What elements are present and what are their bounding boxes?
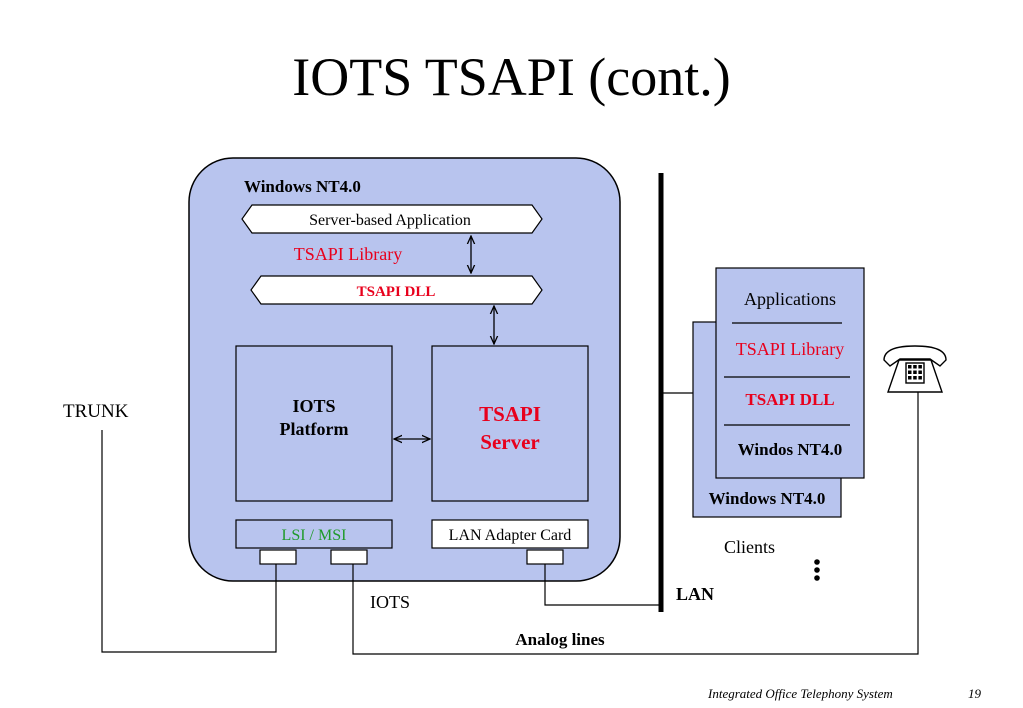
slide-title: IOTS TSAPI (cont.) <box>292 47 731 107</box>
platform-label-line1: IOTS <box>292 396 335 416</box>
server-dll-box <box>250 275 543 305</box>
analog-lines-label: Analog lines <box>515 630 605 649</box>
lan-adapter-port <box>526 549 564 565</box>
lsi-port-right <box>330 549 368 565</box>
server-library-label: TSAPI Library <box>294 244 402 264</box>
tsapi-server-line1: TSAPI <box>479 402 541 426</box>
iots-platform-box <box>235 345 393 502</box>
tsapi-server-line2: Server <box>480 430 539 454</box>
client-apps-label: Applications <box>744 289 836 309</box>
lan-adapter-link <box>544 564 661 606</box>
platform-label-line2: Platform <box>280 419 349 439</box>
client-front-box <box>715 267 865 479</box>
lan-label: LAN <box>676 584 714 604</box>
server-app-box <box>241 204 543 234</box>
lan-adapter-label: LAN Adapter Card <box>449 527 572 544</box>
clients-caption: Clients <box>724 537 775 557</box>
trunk-line <box>101 430 277 653</box>
vertical-ellipsis-icon <box>814 559 820 581</box>
tsapi-server-box <box>431 345 589 502</box>
lan-adapter-box <box>431 519 589 549</box>
server-app-label: Server-based Application <box>309 212 471 229</box>
iots-caption: IOTS <box>370 592 410 612</box>
client-dll-label: TSAPI DLL <box>745 390 834 409</box>
client-front-os-label: Windos NT4.0 <box>738 440 843 459</box>
lsi-msi-box <box>235 519 393 549</box>
analog-line <box>352 392 919 655</box>
footer-page-number: 19 <box>968 686 982 701</box>
lsi-msi-label: LSI / MSI <box>282 527 347 544</box>
telephone-icon <box>883 345 947 393</box>
server-dll-label: TSAPI DLL <box>357 284 436 300</box>
client-library-label: TSAPI Library <box>736 339 844 359</box>
server-os-label: Windows NT4.0 <box>244 177 361 196</box>
lsi-port-left <box>259 549 297 565</box>
client-back-os-label: Windows NT4.0 <box>709 489 826 508</box>
trunk-label: TRUNK <box>63 401 129 422</box>
footer-text: Integrated Office Telephony System <box>707 686 893 701</box>
